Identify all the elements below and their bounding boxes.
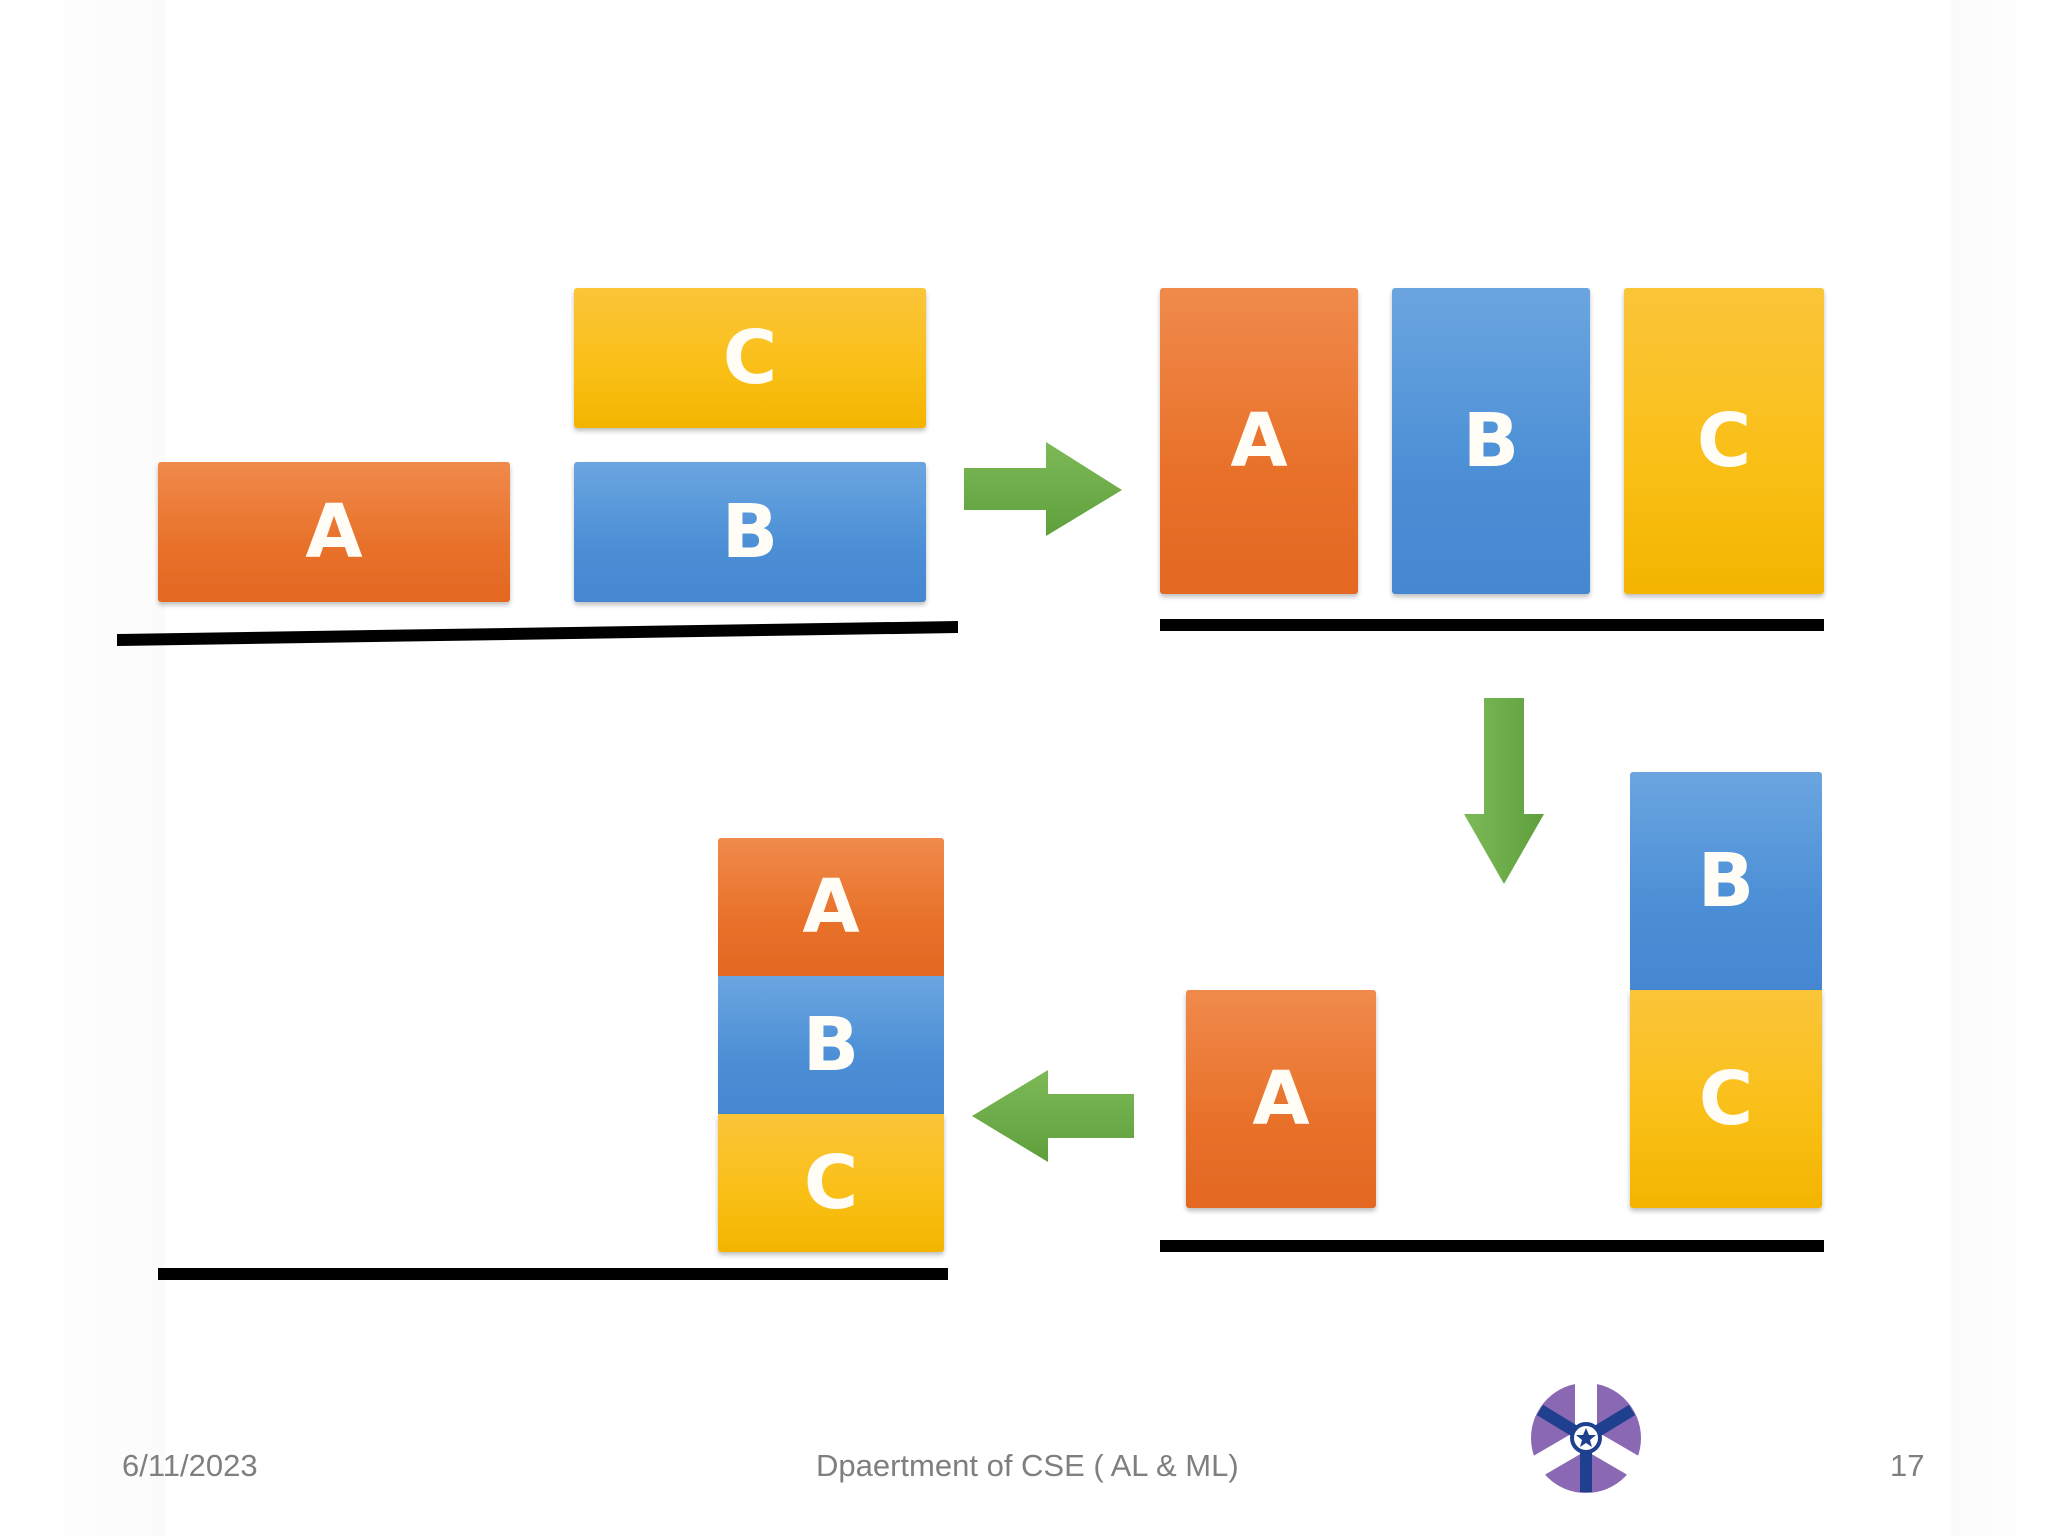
table-surface-2 — [1160, 619, 1824, 631]
block-a: A — [1160, 288, 1358, 594]
block-c: C — [574, 288, 926, 428]
block-c: C — [1630, 990, 1822, 1208]
footer-department: Dpaertment of CSE ( AL & ML) — [816, 1448, 1239, 1483]
arrow-down-icon — [1464, 698, 1544, 884]
block-a: A — [718, 838, 944, 976]
block-a: A — [1186, 990, 1376, 1208]
block-c: C — [718, 1114, 944, 1252]
institution-logo-icon — [1531, 1382, 1641, 1493]
block-a: A — [158, 462, 510, 602]
footer-page-number: 17 — [1890, 1448, 1925, 1483]
block-b: B — [1392, 288, 1590, 594]
table-surface-3 — [1160, 1240, 1824, 1252]
arrow-right-icon — [964, 442, 1122, 536]
scan-shade-right — [1950, 0, 2048, 1536]
arrow-left-icon — [972, 1070, 1134, 1162]
block-b: B — [574, 462, 926, 602]
scan-shade-left — [0, 0, 165, 1536]
block-b: B — [1630, 772, 1822, 990]
table-surface-1 — [117, 621, 958, 646]
block-b: B — [718, 976, 944, 1114]
footer-date: 6/11/2023 — [122, 1448, 258, 1483]
table-surface-4 — [158, 1268, 948, 1280]
block-c: C — [1624, 288, 1824, 594]
